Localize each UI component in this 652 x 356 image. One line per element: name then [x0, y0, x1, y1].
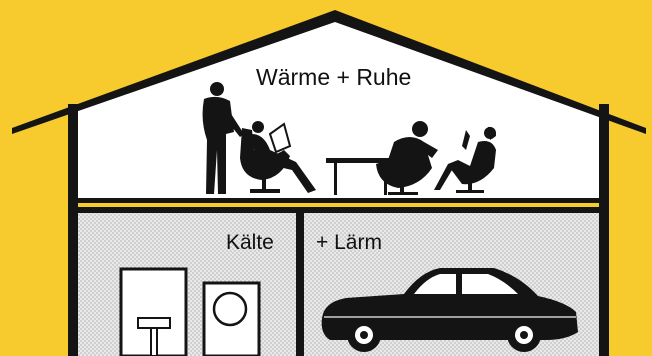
washing-machine-icon: [204, 283, 259, 356]
right-wall: [599, 104, 609, 356]
lower-right-room-label: + Lärm: [316, 232, 382, 253]
slab-gap: [78, 203, 599, 207]
furnace-icon: [121, 269, 186, 356]
upper-room-label: Wärme + Ruhe: [256, 66, 411, 89]
divider-wall: [296, 213, 304, 356]
lower-left-room-label: Kälte: [226, 232, 274, 253]
left-wall: [68, 104, 78, 356]
